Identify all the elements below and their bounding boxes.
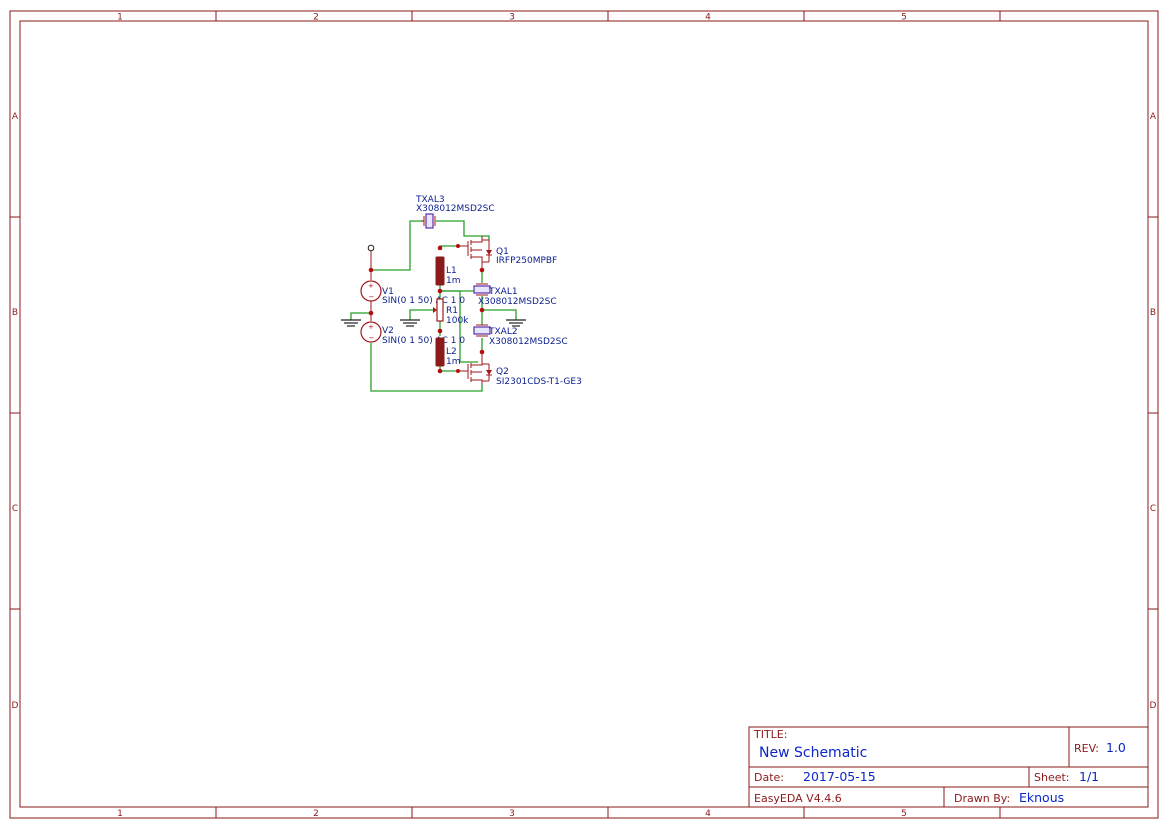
row-label: A: [1150, 112, 1157, 122]
txal1-ref: TXAL1: [488, 287, 518, 297]
v1-ref: V1: [382, 287, 394, 297]
svg-text:+: +: [368, 323, 374, 331]
mosfet-q2: Q2 SI2301CDS-T1-GE3: [458, 352, 582, 387]
wire: [350, 312, 371, 320]
q2-value: SI2301CDS-T1-GE3: [496, 377, 582, 387]
net-flag: [367, 244, 375, 270]
mosfet-q1: Q1 IRFP250MPBF: [458, 236, 557, 270]
sheet-label: Sheet:: [1034, 771, 1070, 784]
txal2-ref: TXAL2: [488, 327, 518, 337]
column-label: 5: [901, 809, 907, 819]
software-version: EasyEDA V4.4.6: [754, 792, 842, 805]
column-label: 5: [901, 13, 907, 23]
svg-text:−: −: [369, 334, 375, 342]
row-label: D: [1150, 701, 1157, 711]
l2-ref: L2: [446, 347, 457, 357]
wire: [371, 220, 424, 271]
l1-ref: L1: [446, 266, 457, 276]
wire: [370, 343, 483, 392]
junctions: [368, 244, 485, 374]
svg-text:−: −: [369, 293, 375, 301]
voltage-source-v2: + − V2 SIN(0 1 50) AC 1 0: [360, 321, 465, 346]
column-label: 2: [313, 809, 319, 819]
drawn-by-label: Drawn By:: [954, 792, 1010, 805]
date-label: Date:: [754, 771, 784, 784]
v2-ref: V2: [382, 326, 394, 336]
row-label: C: [1150, 504, 1156, 514]
column-label: 1: [117, 13, 123, 23]
q1-value: IRFP250MPBF: [496, 256, 557, 266]
date-value: 2017-05-15: [803, 769, 876, 784]
outer-border: [9, 10, 1159, 819]
crystal-txal2: TXAL2 X308012MSD2SC: [473, 324, 568, 347]
column-label: 3: [509, 13, 515, 23]
row-label: B: [1150, 308, 1156, 318]
sheet-value: 1/1: [1079, 769, 1099, 784]
l2-value: 1m: [446, 357, 461, 367]
sheet-frame: 1 2 3 4 5 1 2 3 4 5 A B C D A B C D: [9, 10, 1159, 819]
wire: [481, 296, 517, 320]
rev-value: 1.0: [1106, 740, 1126, 755]
crystal-txal3: TXAL3 X308012MSD2SC: [415, 195, 495, 229]
drawn-by-value: Eknous: [1019, 790, 1064, 805]
v1-value: SIN(0 1 50) AC 1 0: [382, 296, 465, 306]
txal3-value: X308012MSD2SC: [416, 204, 495, 214]
wire: [439, 245, 458, 248]
txal2-value: X308012MSD2SC: [489, 337, 568, 347]
inductor-l2: L2 1m: [435, 337, 461, 367]
row-label: B: [12, 308, 18, 318]
row-label: D: [12, 701, 19, 711]
row-label: C: [12, 504, 18, 514]
q2-ref: Q2: [496, 367, 509, 377]
column-label: 4: [705, 809, 711, 819]
circuit: TXAL3 X308012MSD2SC Q1 IRFP250MPBF L1 1m: [341, 195, 582, 392]
row-label: A: [12, 112, 19, 122]
crystal-txal1: TXAL1 X308012MSD2SC: [473, 283, 557, 307]
ground-left-icon: [341, 319, 361, 327]
wire: [409, 309, 434, 320]
resistor-r1: R1 100k: [433, 298, 469, 326]
column-label: 1: [117, 809, 123, 819]
v2-value: SIN(0 1 50) AC 1 0: [382, 336, 465, 346]
ground-right-icon: [506, 319, 526, 327]
wire: [436, 220, 490, 240]
r1-ref: R1: [446, 306, 458, 316]
q1-ref: Q1: [496, 247, 509, 257]
inner-border: [19, 20, 1149, 808]
r1-value: 100k: [446, 316, 469, 326]
schematic-title: New Schematic: [759, 745, 867, 761]
inductor-l1: L1 1m: [435, 256, 461, 286]
column-label: 3: [509, 809, 515, 819]
title-label: TITLE:: [753, 728, 787, 741]
column-label: 2: [313, 13, 319, 23]
ground-mid-icon: [400, 319, 420, 327]
svg-text:+: +: [368, 282, 374, 290]
title-block: TITLE: New Schematic REV: 1.0 Date: 2017…: [748, 726, 1149, 808]
rev-label: REV:: [1074, 742, 1099, 755]
l1-value: 1m: [446, 276, 461, 286]
txal3-ref: TXAL3: [415, 195, 445, 205]
txal1-value: X308012MSD2SC: [478, 297, 557, 307]
column-label: 4: [705, 13, 711, 23]
